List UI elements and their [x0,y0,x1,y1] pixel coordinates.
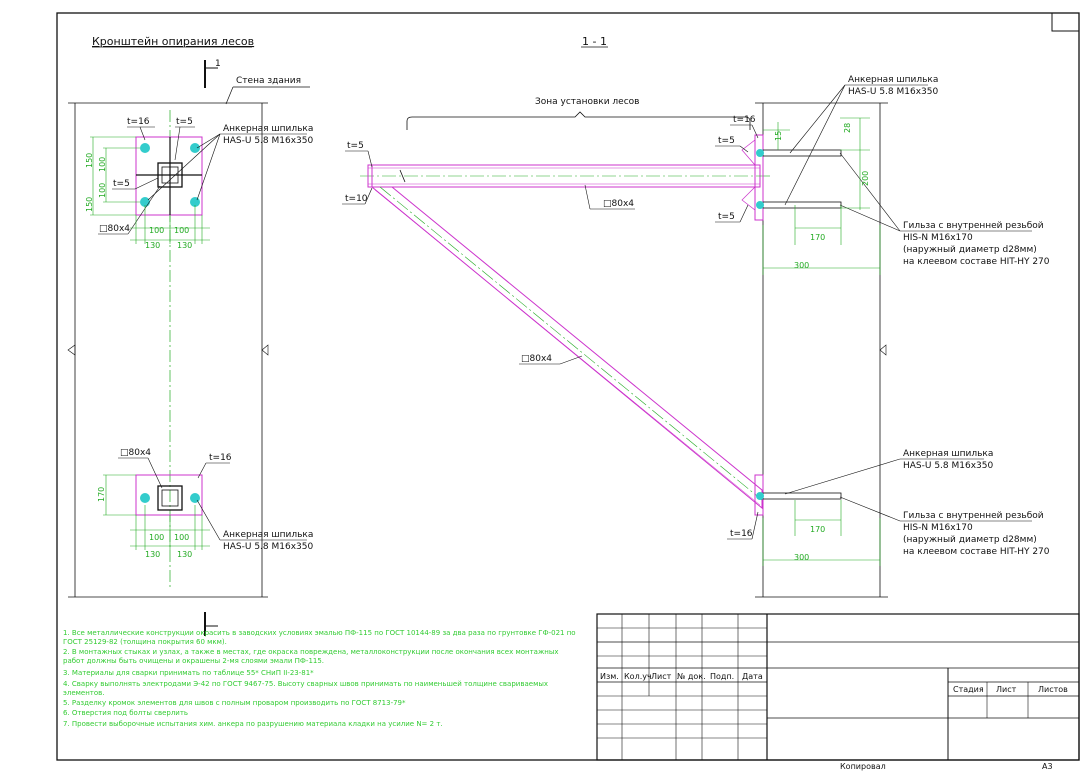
note-line-8: 5. Разделку кромок элементов для швов с … [63,699,406,707]
plan-tube-bottom: □80x4 [120,448,151,458]
note-line-9: 6. Отверстия под болты сверлить [63,709,188,717]
dim-170-bottom: 170 [810,525,825,534]
dim-130-a: 130 [145,241,160,250]
sheet-frame [56,12,1080,761]
dim-300-top: 300 [794,261,809,270]
plan-anchor-top-2: HAS-U 5.8 M16x350 [223,136,314,146]
section-t16-bottom: t=16 [730,529,753,539]
dim-150-b: 150 [85,197,94,212]
dim-15: 15 [774,131,783,141]
sleeve-top-3: (наружный диаметр d28мм) [903,245,1037,255]
dim-170-plan: 170 [97,487,106,502]
plan-anchor-top-1: Анкерная шпилька [223,124,313,134]
bottom-base-plate [135,474,203,516]
section-t5-bottom: t=5 [718,212,735,222]
note-line-5: 3. Материалы для сварки принимать по таб… [63,669,314,677]
dim-300-bottom: 300 [794,553,809,562]
sleeve-bottom-4: на клеевом составе HIT-HY 270 [903,547,1050,557]
note-line-1: 1. Все металлические конструкции окрасит… [63,629,576,637]
plan-anchor-bottom-2: HAS-U 5.8 M16x350 [223,542,314,552]
sleeve-bottom-2: HIS-N M16x170 [903,523,973,533]
note-line-6: 4. Сварку выполнять электродами Э-42 по … [63,680,548,688]
note-line-10: 7. Провести выборочные испытания хим. ан… [63,720,443,728]
note-line-2: ГОСТ 25129-82 (толщина покрытия 60 мкм). [63,638,227,646]
stamp-col-podp: Подп. [710,672,734,681]
section-anchor-bottom-2: HAS-U 5.8 M16x350 [903,461,994,471]
stamp-format: А3 [1042,762,1053,771]
dim-170-top: 170 [810,233,825,242]
stamp-stage: Стадия [953,685,984,694]
diagonal-tube [370,186,763,510]
section-anchor-top-1: Анкерная шпилька [848,75,938,85]
section-t5-left: t=5 [347,141,364,151]
general-notes: 1. Все металлические конструкции окрасит… [63,629,576,728]
section-t5-top: t=5 [718,136,735,146]
stamp-copied: Копировал [840,762,886,771]
plan-anchor-bottom-1: Анкерная шпилька [223,530,313,540]
stamp-col-koluch: Кол.уч [624,672,652,681]
stamp-col-data: Дата [742,672,763,681]
note-line-4: работ должны быть очищены и окрашены 2-м… [63,657,324,665]
sleeve-bottom-3: (наружный диаметр d28мм) [903,535,1037,545]
drawing-title-right: 1 - 1 [582,35,607,48]
section-view: Зона установки лесов t=5 t=10 t=16 [342,75,1050,598]
dim-100-c: 100 [149,226,164,235]
plan-view: 1 Стена здания t=16 t=5 t=5 [67,59,314,636]
stamp-col-izm: Изм. [600,672,619,681]
dim-100-d: 100 [174,226,189,235]
sleeve-top-4: на клеевом составе HIT-HY 270 [903,257,1050,267]
section-anchor-bottom-1: Анкерная шпилька [903,449,993,459]
stamp-sheet: Лист [996,685,1017,694]
dim-130-c: 130 [145,550,160,559]
dim-28: 28 [843,123,852,133]
section-t16-top: t=16 [733,115,756,125]
stamp-sheets: Листов [1038,685,1068,694]
sleeve-top-1: Гильза с внутренней резьбой [903,221,1044,231]
section-mark-top: 1 [215,59,221,69]
plan-t16-bottom: t=16 [209,453,232,463]
note-line-3: 2. В монтажных стыках и узлах, а также в… [63,648,559,656]
section-anchor-top-2: HAS-U 5.8 M16x350 [848,87,939,97]
dim-100-f: 100 [174,533,189,542]
plan-t16-top: t=16 [127,117,150,127]
stamp-col-doc: № док. [677,672,706,681]
plan-t5-top: t=5 [176,117,193,127]
dim-200: 200 [861,171,870,186]
sleeve-top-2: HIS-N M16x170 [903,233,973,243]
sleeve-bottom-1: Гильза с внутренней резьбой [903,511,1044,521]
stamp-col-list: Лист [651,672,672,681]
section-tube-top: □80x4 [603,199,634,209]
dim-100-a: 100 [98,157,107,172]
section-t10: t=10 [345,194,368,204]
title-block [596,613,1080,761]
zone-label: Зона установки лесов [535,97,639,107]
dim-100-e: 100 [149,533,164,542]
drawing-title-left: Кронштейн опирания лесов [92,35,254,48]
top-base-plate [135,136,203,216]
dim-130-d: 130 [177,550,192,559]
section-tube-diag: □80x4 [521,354,552,364]
corner-box [1051,12,1080,32]
plan-t5-left: t=5 [113,179,130,189]
plan-tube-top: □80x4 [99,224,130,234]
section-top-plate [754,134,764,221]
note-line-7: элементов. [63,689,105,697]
wall-label: Стена здания [236,76,301,86]
dim-100-b: 100 [98,183,107,198]
dim-130-b: 130 [177,241,192,250]
dim-150-a: 150 [85,153,94,168]
